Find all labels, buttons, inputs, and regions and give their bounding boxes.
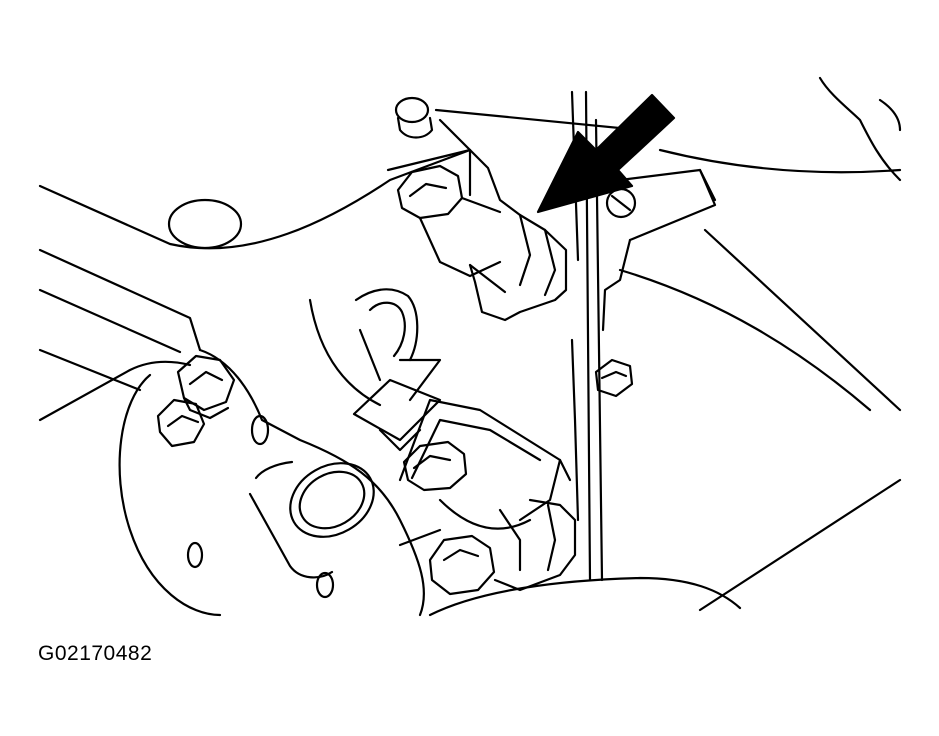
upper-sensor bbox=[386, 148, 568, 322]
top-nut bbox=[394, 96, 434, 139]
bracket-plate bbox=[38, 108, 642, 422]
boss-cylinder bbox=[248, 460, 375, 579]
arrow-icon bbox=[536, 93, 676, 214]
right-clip bbox=[601, 168, 717, 332]
base-lines bbox=[398, 528, 742, 617]
right-nut bbox=[594, 358, 634, 398]
lower-sensor bbox=[402, 440, 577, 592]
connector-tube bbox=[308, 288, 442, 452]
flange-bolt-lower bbox=[156, 398, 206, 448]
figure-code-label: G02170482 bbox=[38, 642, 153, 665]
bottom-nut bbox=[428, 534, 496, 596]
background-curves bbox=[618, 76, 902, 612]
round-flange bbox=[118, 348, 426, 617]
